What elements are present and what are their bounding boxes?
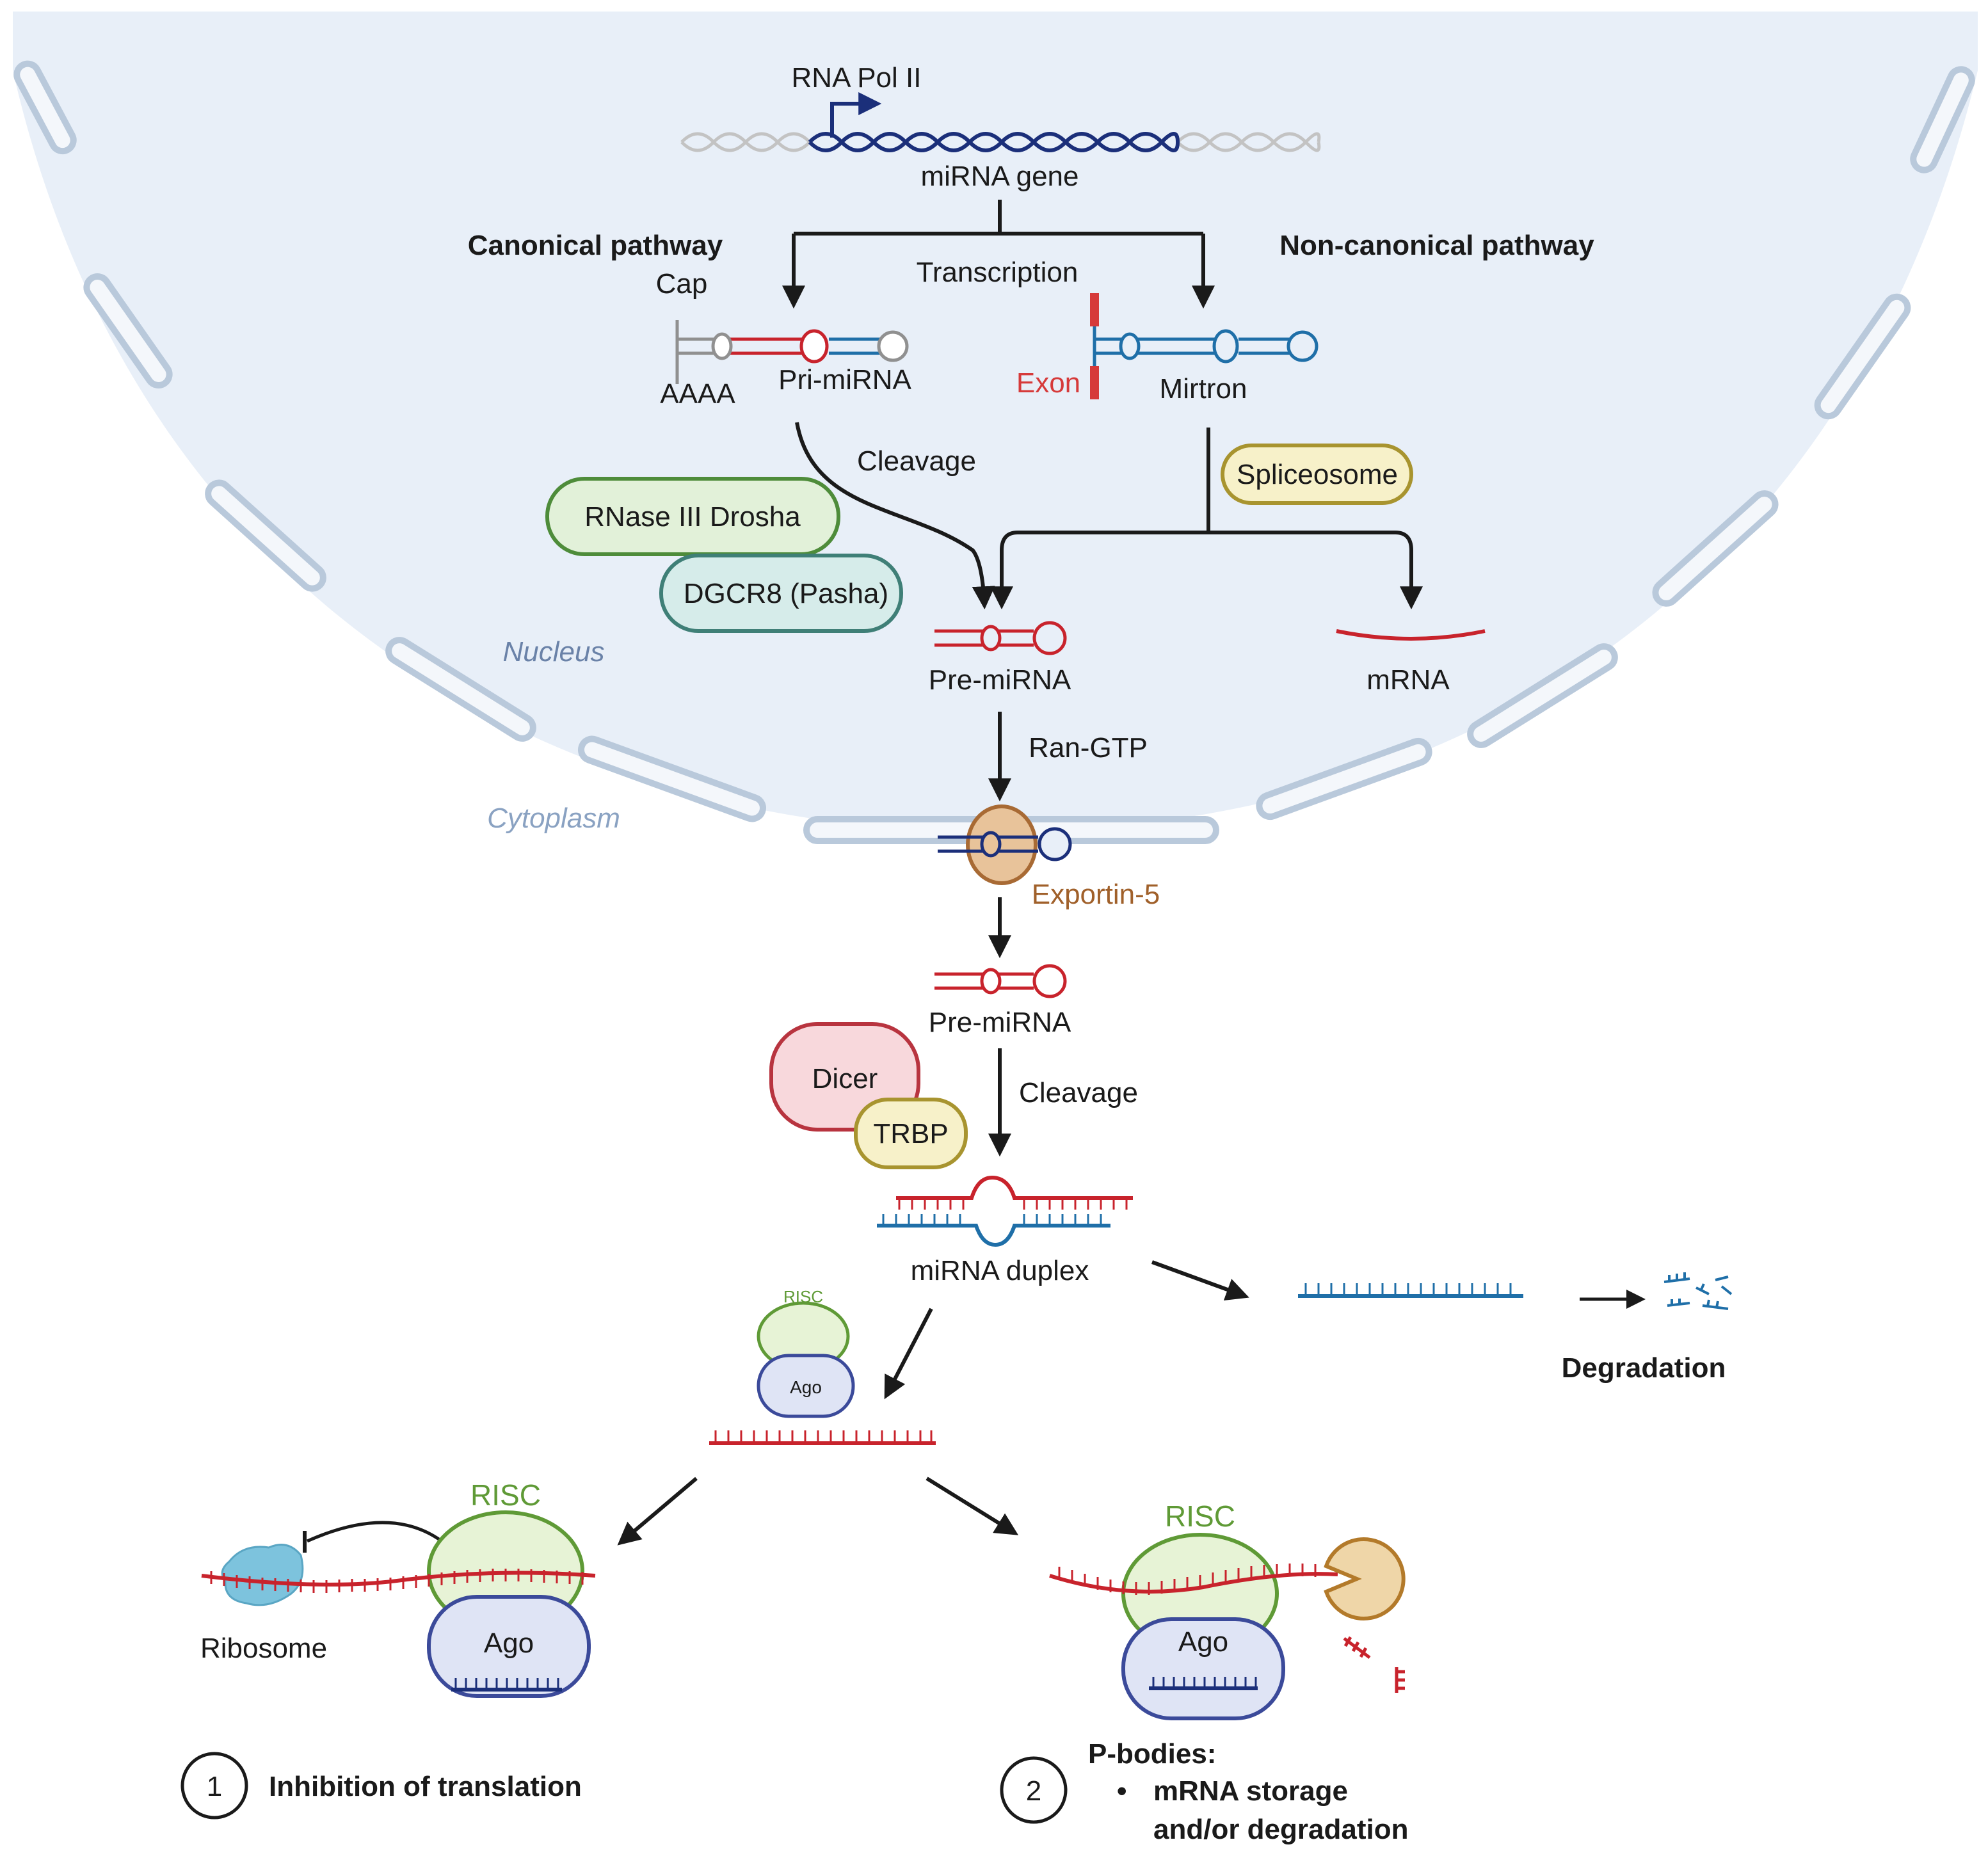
step-1-number: 1: [207, 1771, 222, 1802]
pri-mirna-structure: [675, 320, 909, 384]
trbp-protein: [854, 1098, 968, 1169]
guide-loading-arrow: [884, 1308, 933, 1400]
step-1-badge: [180, 1752, 248, 1820]
mrna-strand: [1336, 629, 1486, 641]
splicing-arrows: [990, 428, 1423, 610]
ribosome-icon: [221, 1544, 304, 1606]
outcome1-label: Inhibition of translation: [269, 1771, 582, 1802]
guide-strand-in-ago-2: [1149, 1677, 1258, 1690]
ago-protein-2: [1121, 1617, 1285, 1720]
dicer-label: Dicer: [812, 1063, 878, 1094]
risc-label-2: RISC: [1165, 1500, 1235, 1533]
cytoplasm-label: Cytoplasm: [487, 803, 620, 834]
degradation-label: Degradation: [1562, 1352, 1726, 1384]
exon-label: Exon: [1016, 367, 1080, 399]
ago-label-2: Ago: [1178, 1626, 1228, 1658]
cleavage-label-nucleus: Cleavage: [857, 445, 976, 477]
dgcr8-label: DGCR8 (Pasha): [684, 578, 888, 609]
nucleus-region: [13, 12, 1978, 832]
mirna-gene-label: miRNA gene: [920, 161, 1078, 192]
ago-label-1: Ago: [484, 1628, 534, 1659]
pre-mirna-label-nucleus: Pre-miRNA: [929, 664, 1071, 696]
target-mrna-2: [1049, 1564, 1338, 1595]
step-2-number: 2: [1026, 1775, 1041, 1807]
mirtron-label: Mirtron: [1160, 373, 1247, 404]
guide-strand-in-ago-1: [451, 1678, 562, 1692]
cleavage-label-cytoplasm: Cleavage: [1019, 1077, 1138, 1108]
ago-label-small: Ago: [790, 1377, 822, 1397]
outcome2-arrow: [926, 1476, 1019, 1535]
dgcr8-protein: [659, 554, 903, 633]
passenger-strand: [1298, 1283, 1523, 1298]
pre-mirna-label-cytoplasm: Pre-miRNA: [929, 1007, 1071, 1038]
step-2-badge: [1000, 1756, 1068, 1824]
mirtron-structure: [1090, 293, 1319, 399]
drosha-label: RNase III Drosha: [584, 501, 801, 532]
mirna-duplex: [877, 1175, 1133, 1247]
guide-strand: [709, 1430, 936, 1445]
cap-label: Cap: [656, 268, 708, 300]
ribosome-label: Ribosome: [200, 1633, 327, 1664]
mrna-label: mRNA: [1367, 664, 1450, 696]
transcription-label: Transcription: [917, 257, 1078, 288]
pre-mirna-exporting: [938, 827, 1072, 861]
outcome2-line2: and/or degradation: [1153, 1814, 1408, 1845]
exportin-5-label: Exportin-5: [1032, 879, 1160, 910]
passenger-strand-arrow: [1151, 1260, 1249, 1301]
outcome2-line1: mRNA storage: [1153, 1775, 1348, 1807]
canonical-cleavage-arrow: [795, 422, 995, 610]
pre-mirna-cytoplasm-structure: [934, 964, 1067, 998]
transcription-arrows: [782, 200, 1215, 309]
ran-gtp-label: Ran-GTP: [1029, 732, 1148, 764]
pbodies-label: P-bodies:: [1088, 1738, 1216, 1770]
noncanonical-pathway-title: Non-canonical pathway: [1279, 230, 1594, 261]
rna-pol-label: RNA Pol II: [792, 62, 922, 93]
ago-protein-1: [427, 1595, 591, 1698]
nucleus-label: Nucleus: [503, 636, 605, 668]
bullet-marker: •: [1117, 1775, 1126, 1807]
pri-mirna-label: Pri-miRNA: [778, 364, 911, 396]
outcome1-arrow: [617, 1476, 698, 1546]
canonical-pathway-title: Canonical pathway: [468, 230, 723, 261]
degraded-fragments-icon: [1663, 1272, 1733, 1310]
exportin-5-protein: [966, 804, 1038, 885]
pre-mirna-nucleus-structure: [934, 621, 1067, 655]
spliceosome: [1221, 444, 1413, 505]
risc-label-1: RISC: [470, 1478, 541, 1512]
target-mrna-1: [201, 1569, 596, 1593]
dna-helix: [680, 132, 1321, 152]
ago-protein-small: [757, 1354, 855, 1418]
degraded-mrna-fragments-icon: [1343, 1636, 1405, 1693]
risc-label-small: RISC: [783, 1287, 823, 1306]
spliceosome-label: Spliceosome: [1237, 459, 1398, 490]
aaaa-label: AAAA: [660, 378, 735, 410]
mirna-duplex-label: miRNA duplex: [911, 1255, 1089, 1286]
promoter-arrow-icon: [830, 92, 882, 138]
inhibition-arc: [306, 1521, 443, 1543]
exonuclease-pacman-icon: [1324, 1537, 1406, 1620]
trbp-label: TRBP: [873, 1118, 948, 1149]
